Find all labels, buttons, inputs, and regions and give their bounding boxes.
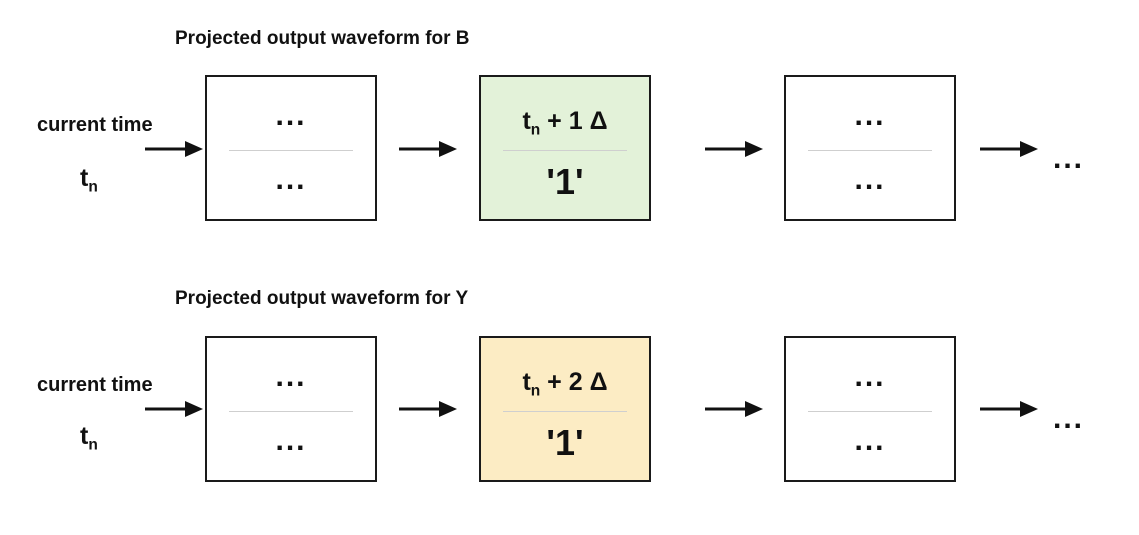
transaction-time: ... xyxy=(275,360,307,393)
transaction-box: ... ... xyxy=(784,75,956,221)
current-time-label: current time xyxy=(37,114,153,136)
divider xyxy=(229,150,353,151)
divider xyxy=(229,411,353,412)
transaction-value: ... xyxy=(275,163,307,196)
transaction-time: ... xyxy=(275,99,307,132)
transaction-value: '1' xyxy=(546,422,584,463)
transaction-value: ... xyxy=(854,424,886,457)
divider xyxy=(808,411,932,412)
row-title: Projected output waveform for Y xyxy=(175,288,469,309)
arrow-icon xyxy=(980,401,1038,417)
arrow-icon xyxy=(980,141,1038,157)
transaction-box-highlighted: tn + 1 Δ '1' xyxy=(479,75,651,221)
arrow-icon xyxy=(705,401,763,417)
transaction-value: ... xyxy=(854,163,886,196)
transaction-box-highlighted: tn + 2 Δ '1' xyxy=(479,336,651,482)
row-title: Projected output waveform for B xyxy=(175,28,470,49)
transaction-time: ... xyxy=(854,360,886,393)
transaction-box: ... ... xyxy=(205,336,377,482)
transaction-box: ... ... xyxy=(784,336,956,482)
divider xyxy=(808,150,932,151)
current-time-symbol: tn xyxy=(80,164,98,196)
transaction-time: tn + 1 Δ xyxy=(522,107,608,139)
arrow-icon xyxy=(705,141,763,157)
arrow-icon xyxy=(145,401,203,417)
trailing-ellipsis: ... xyxy=(1053,142,1085,175)
transaction-value: '1' xyxy=(546,161,584,202)
arrow-icon xyxy=(145,141,203,157)
transaction-value: ... xyxy=(275,424,307,457)
divider xyxy=(503,411,627,412)
arrow-icon xyxy=(399,141,457,157)
transaction-time: ... xyxy=(854,99,886,132)
current-time-label: current time xyxy=(37,374,153,396)
current-time-symbol: tn xyxy=(80,422,98,454)
transaction-box: ... ... xyxy=(205,75,377,221)
arrow-icon xyxy=(399,401,457,417)
trailing-ellipsis: ... xyxy=(1053,402,1085,435)
transaction-time: tn + 2 Δ xyxy=(522,368,608,400)
divider xyxy=(503,150,627,151)
